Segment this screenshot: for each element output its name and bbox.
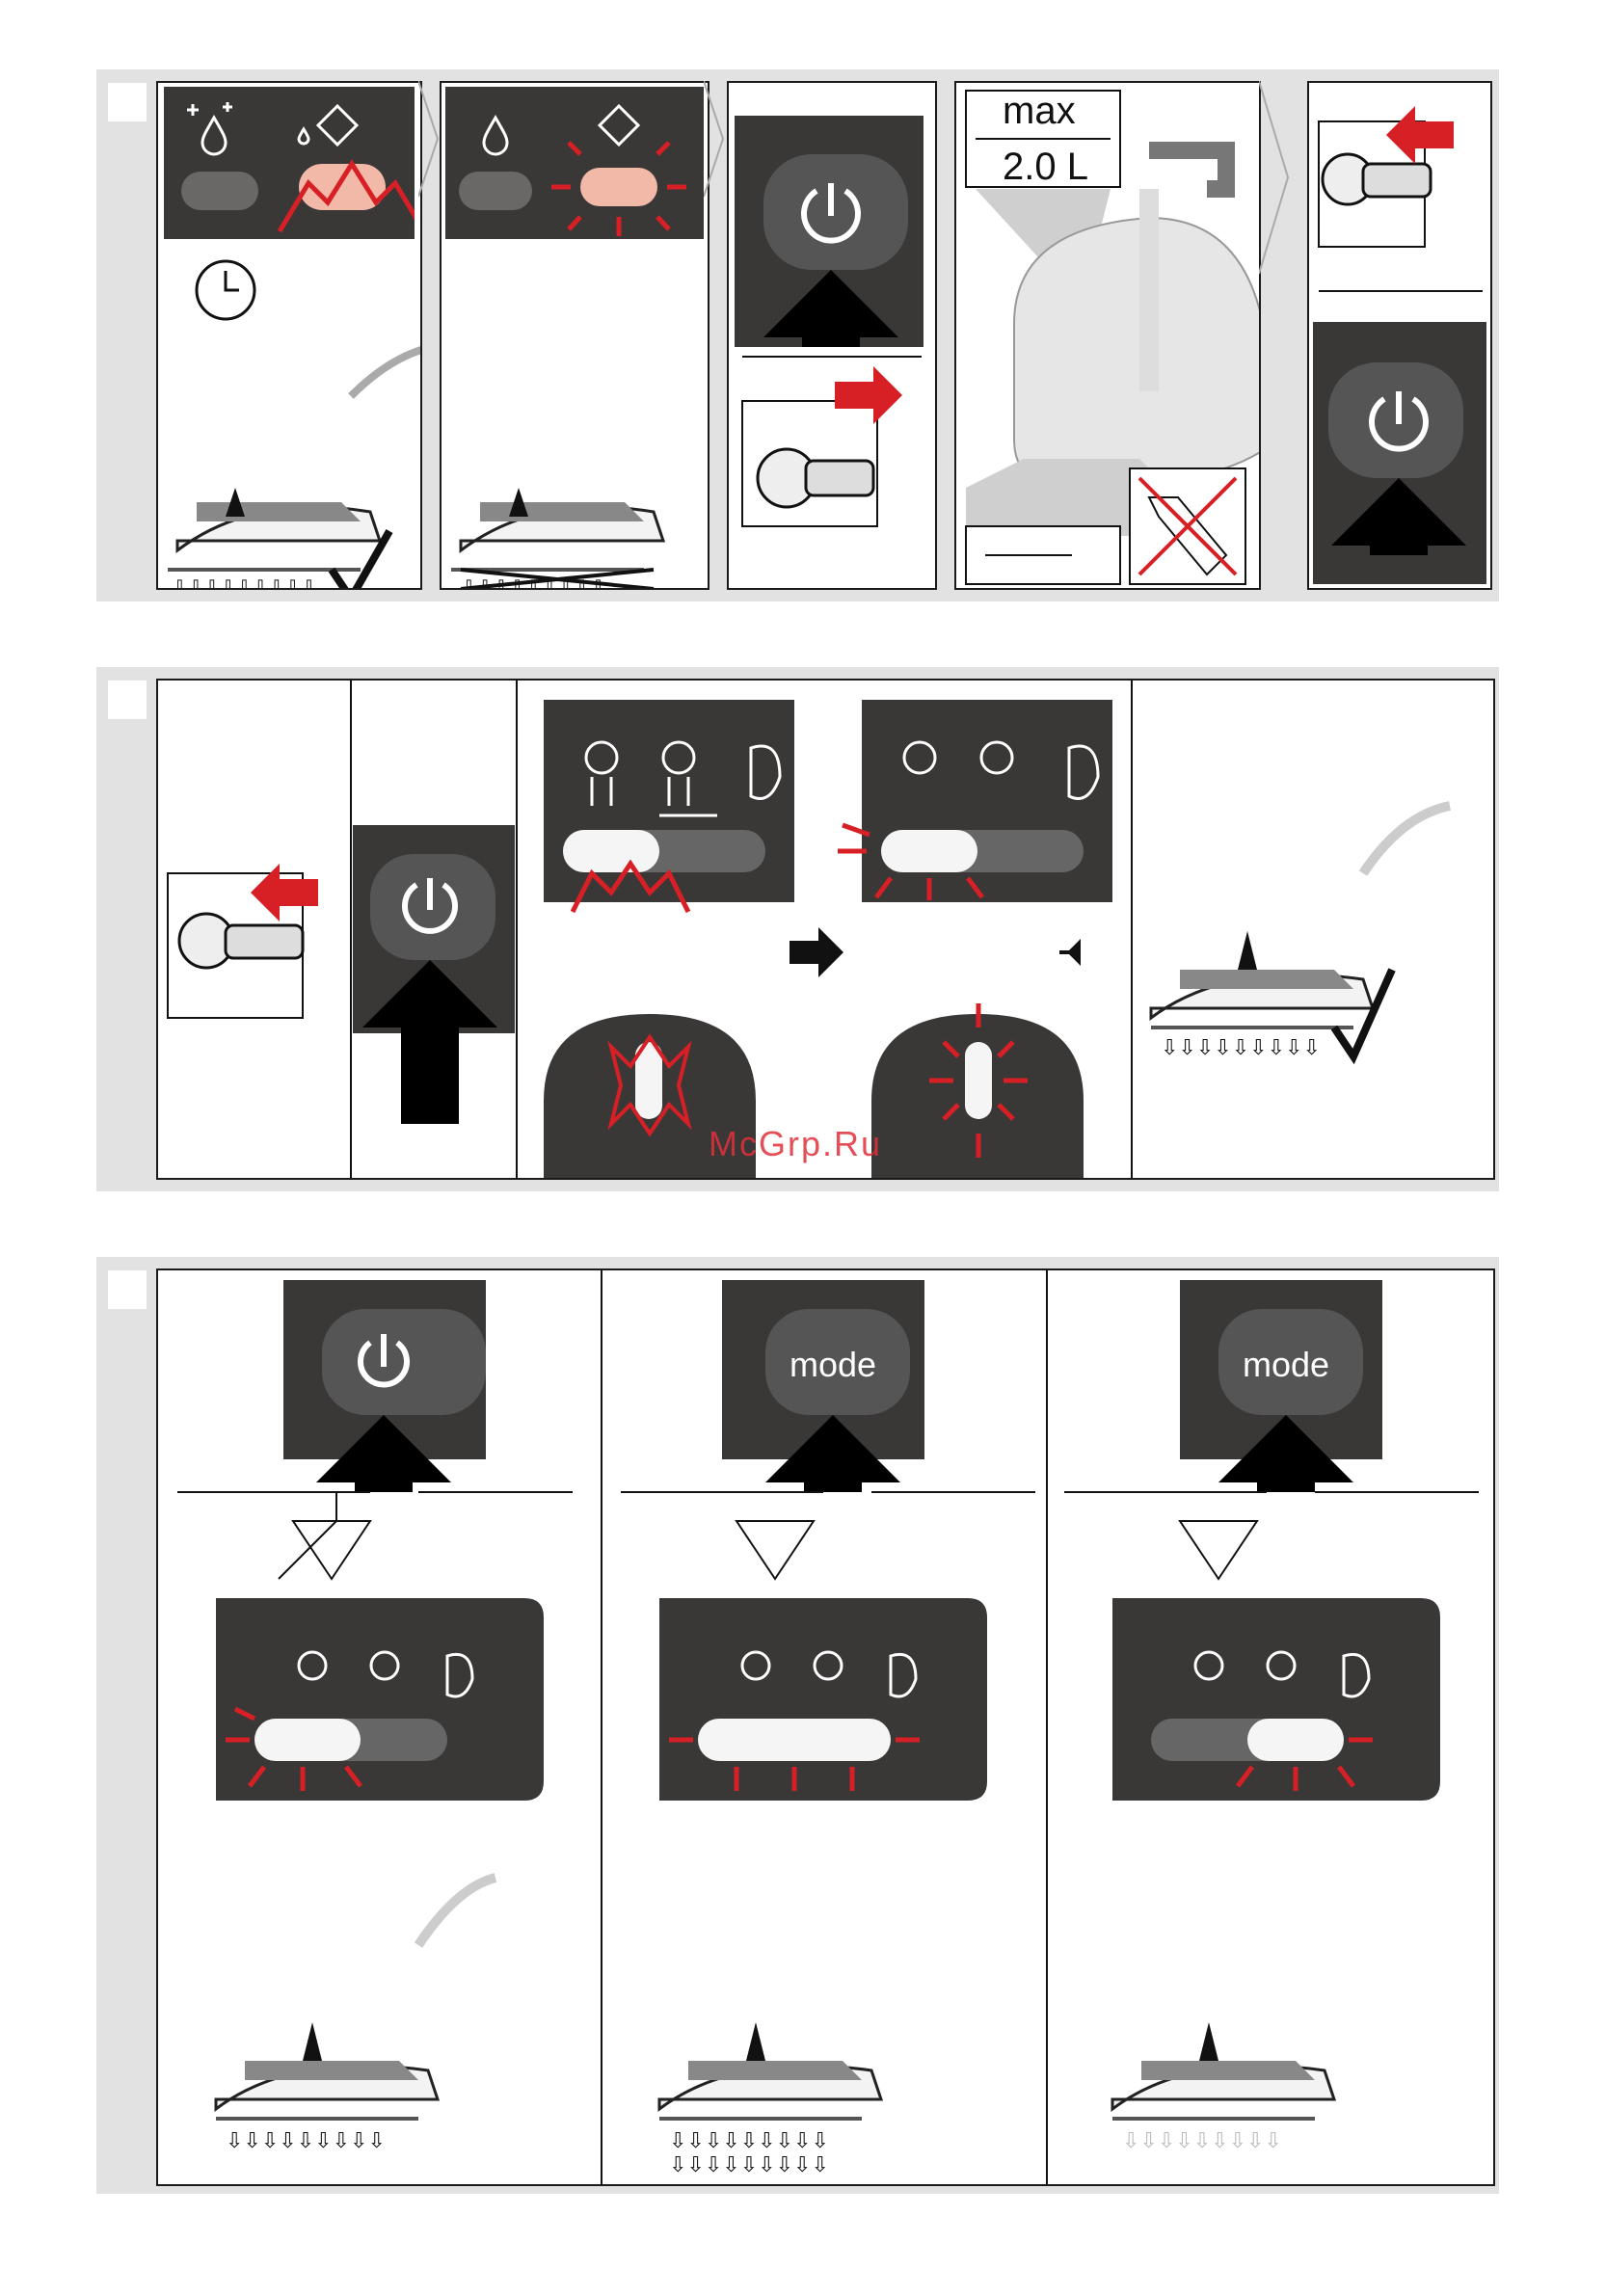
water-drop-sparkle-icon [187, 102, 232, 154]
panel-descale-flashing: ⇩⇩⇩⇩⇩⇩⇩⇩⇩ [440, 81, 709, 590]
section-2: ⇩⇩⇩⇩⇩⇩⇩⇩⇩ McGrp.Ru [96, 667, 1499, 1191]
press-arrow [763, 270, 898, 347]
control-panel [445, 87, 704, 239]
steam-arrows: ⇩⇩⇩⇩⇩⇩⇩⇩⇩ [172, 577, 317, 589]
svg-text:⇩⇩⇩⇩⇩⇩⇩⇩⇩: ⇩⇩⇩⇩⇩⇩⇩⇩⇩ [669, 2128, 829, 2152]
section-1: ⇩⇩⇩⇩⇩⇩⇩⇩⇩ [96, 69, 1499, 601]
step-number-box [108, 681, 147, 719]
descale-tank-icon [299, 106, 357, 145]
section-3: ⇩⇩⇩⇩⇩⇩⇩⇩⇩ mode ⇩⇩⇩⇩⇩⇩⇩⇩⇩ ⇩⇩⇩⇩⇩⇩⇩⇩⇩ mode [96, 1257, 1499, 2194]
max-label: max [1003, 90, 1076, 132]
step-number-box [108, 83, 147, 121]
descale-panel-svg [164, 87, 415, 239]
watermark: McGrp.Ru [709, 1124, 882, 1164]
panel-mode-select: ⇩⇩⇩⇩⇩⇩⇩⇩⇩ mode ⇩⇩⇩⇩⇩⇩⇩⇩⇩ ⇩⇩⇩⇩⇩⇩⇩⇩⇩ mode [156, 1268, 1495, 2186]
svg-text:⇩⇩⇩⇩⇩⇩⇩⇩⇩: ⇩⇩⇩⇩⇩⇩⇩⇩⇩ [669, 2152, 829, 2176]
no-bottle-icon [1130, 468, 1245, 584]
power-button-panel [735, 116, 923, 347]
panel-power-off-unplug [727, 81, 937, 590]
control-panel [164, 87, 415, 239]
step-number-box [108, 1270, 147, 1309]
svg-text:⇩⇩⇩⇩⇩⇩⇩⇩⇩: ⇩⇩⇩⇩⇩⇩⇩⇩⇩ [1161, 1035, 1321, 1059]
mode-button-label: mode [790, 1345, 876, 1384]
sound-icon [1059, 939, 1081, 966]
panel-descale-alert: ⇩⇩⇩⇩⇩⇩⇩⇩⇩ [156, 81, 422, 590]
water-tank [1014, 218, 1259, 488]
capacity-label: 2.0 L [1003, 146, 1088, 188]
panel-fill-water: max 2.0 L [954, 81, 1261, 590]
svg-text:⇩⇩⇩⇩⇩⇩⇩⇩⇩: ⇩⇩⇩⇩⇩⇩⇩⇩⇩ [226, 2128, 386, 2152]
svg-text:⇩⇩⇩⇩⇩⇩⇩⇩⇩: ⇩⇩⇩⇩⇩⇩⇩⇩⇩ [1122, 2128, 1282, 2152]
svg-text:⇩⇩⇩⇩⇩⇩⇩⇩⇩: ⇩⇩⇩⇩⇩⇩⇩⇩⇩ [172, 577, 317, 589]
mode-button-label: mode [1243, 1345, 1329, 1384]
iron-illustration: ⇩⇩⇩⇩⇩⇩⇩⇩⇩ [158, 242, 420, 589]
panel-steam-modes: ⇩⇩⇩⇩⇩⇩⇩⇩⇩ [156, 679, 1495, 1180]
clock-icon [197, 261, 254, 319]
steam-led [181, 172, 258, 210]
panel-plug-power-on [1307, 81, 1492, 590]
